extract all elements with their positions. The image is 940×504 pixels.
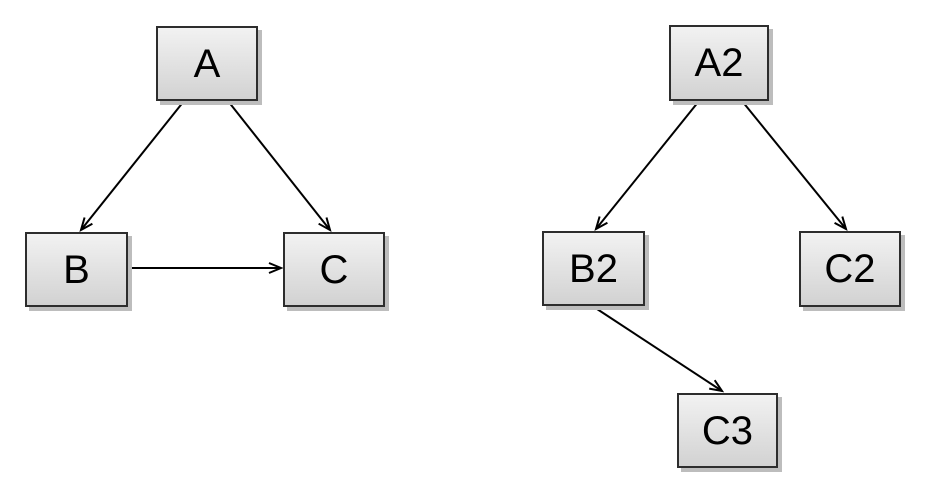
- edge-A2-B2: [594, 100, 700, 232]
- edge-A-C: [227, 100, 332, 233]
- node-label: C: [319, 247, 349, 292]
- node-label: C2: [824, 247, 876, 291]
- node-A2: A2: [669, 25, 769, 101]
- edge-A-B: [79, 100, 185, 233]
- node-label: B2: [569, 246, 618, 291]
- node-A: A: [156, 26, 258, 101]
- node-label: C3: [701, 408, 754, 453]
- node-C3: C3: [677, 393, 778, 468]
- node-label: B: [63, 247, 90, 292]
- node-B: B: [25, 232, 128, 307]
- node-B2: B2: [542, 231, 645, 306]
- edge-B2-C3: [593, 306, 725, 393]
- node-C2: C2: [799, 231, 901, 307]
- node-label: A2: [694, 41, 744, 85]
- node-label: A: [193, 41, 221, 86]
- edge-A2-C2: [741, 100, 848, 232]
- node-C: C: [283, 232, 385, 307]
